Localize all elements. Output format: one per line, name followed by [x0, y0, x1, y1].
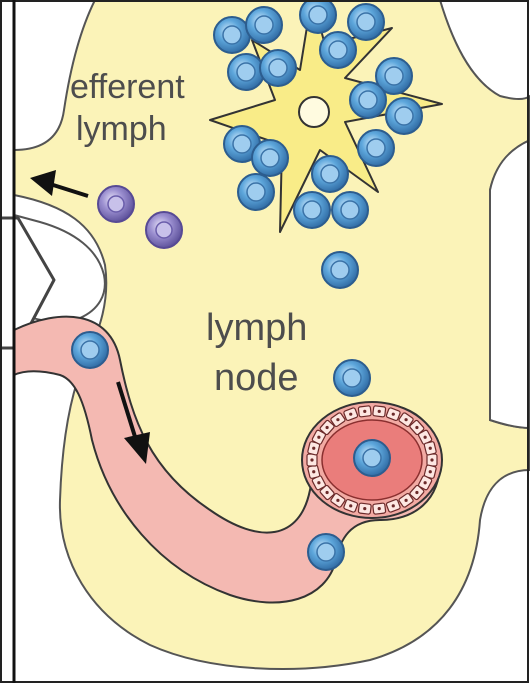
lymphocyte: [320, 32, 356, 68]
endothelial-nucleus: [424, 481, 427, 484]
lymphocyte: [348, 4, 384, 40]
lymphocyte: [386, 98, 422, 134]
efferent-lymph-label: lymph: [76, 110, 167, 148]
efferent-label: efferent: [70, 68, 185, 106]
endothelial-nucleus: [336, 499, 339, 502]
lymphocyte: [246, 7, 282, 43]
endothelial-nucleus: [430, 458, 433, 461]
efferent-cell: [146, 212, 182, 248]
lymphocyte-in-vessel: [308, 534, 344, 570]
lymphocyte-in-vessel: [72, 332, 108, 368]
endothelial-nucleus: [392, 504, 395, 507]
lymphocyte: [260, 50, 296, 86]
lymph-label: lymph: [206, 307, 307, 349]
lymphocyte: [228, 54, 264, 90]
lymphocyte: [358, 130, 394, 166]
endothelial-nucleus: [325, 426, 328, 429]
lymphocyte: [350, 82, 386, 118]
endothelial-nucleus: [312, 447, 315, 450]
endothelial-nucleus: [378, 410, 381, 413]
endothelial-nucleus: [429, 470, 432, 473]
endothelial-nucleus: [404, 499, 407, 502]
endothelial-nucleus: [349, 413, 352, 416]
endothelial-nucleus: [336, 418, 339, 421]
lymphocyte-near-venule: [334, 360, 370, 396]
lymphocyte: [294, 192, 330, 228]
endothelial-nucleus: [404, 418, 407, 421]
endothelial-nucleus: [429, 447, 432, 450]
lymphocyte: [322, 252, 358, 288]
lymphocyte: [312, 156, 348, 192]
lymphocyte: [238, 174, 274, 210]
endothelial-nucleus: [317, 436, 320, 439]
endothelial-nucleus: [392, 413, 395, 416]
endothelial-nucleus: [415, 491, 418, 494]
lymphocyte: [332, 192, 368, 228]
endothelial-nucleus: [325, 491, 328, 494]
dendritic-nucleus: [299, 97, 329, 127]
lymphocyte: [252, 140, 288, 176]
lymphocyte: [214, 17, 250, 53]
endothelial-nucleus: [378, 507, 381, 510]
endothelial-nucleus: [317, 481, 320, 484]
endothelial-nucleus: [363, 507, 366, 510]
endothelial-nucleus: [310, 458, 313, 461]
endothelial-nucleus: [424, 436, 427, 439]
node-label: node: [214, 357, 299, 399]
endothelial-nucleus: [415, 426, 418, 429]
endothelial-nucleus: [312, 470, 315, 473]
lymphocyte-in-lumen: [354, 440, 390, 476]
endothelial-nucleus: [349, 504, 352, 507]
efferent-cell: [98, 186, 134, 222]
lymphocyte: [300, 0, 336, 33]
right-notch: [490, 140, 530, 428]
endothelial-nucleus: [363, 410, 366, 413]
